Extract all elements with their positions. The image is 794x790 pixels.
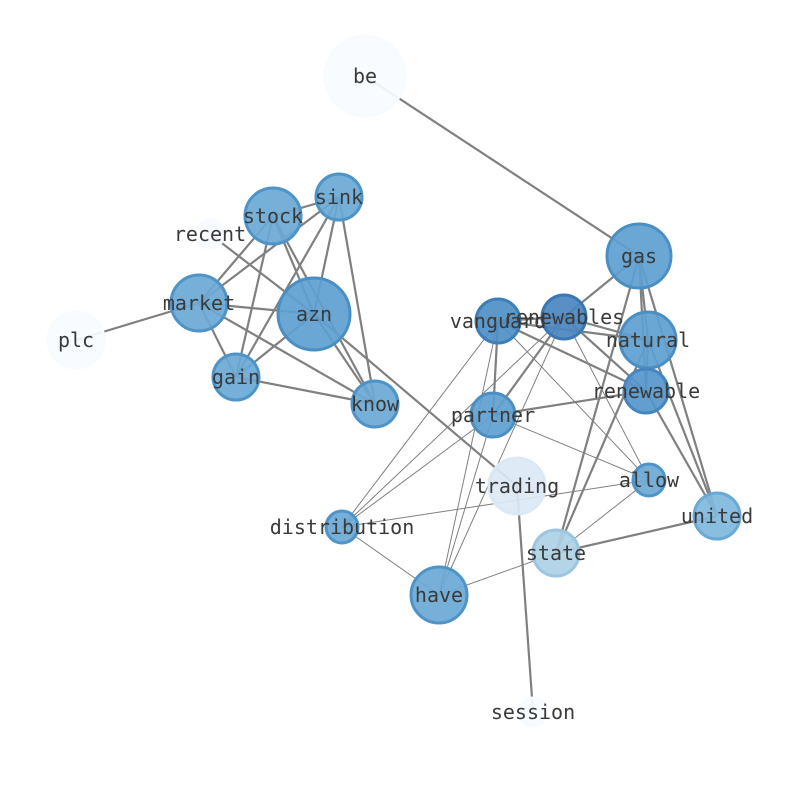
node-label-vanguard: vanguard bbox=[450, 309, 546, 333]
edge-azn-trading bbox=[313, 313, 518, 487]
node-plc bbox=[46, 310, 106, 370]
node-azn bbox=[276, 276, 352, 352]
node-label-plc: plc bbox=[58, 328, 94, 352]
node-label-recent: recent bbox=[174, 222, 246, 246]
node-label-renewable: renewable bbox=[592, 379, 700, 403]
node-label-market: market bbox=[163, 291, 235, 315]
node-vanguard bbox=[474, 297, 522, 345]
node-label-sink: sink bbox=[315, 185, 363, 209]
edge-renewable-partner bbox=[492, 389, 647, 417]
node-label-be: be bbox=[353, 64, 377, 88]
node-stock bbox=[243, 186, 303, 246]
node-partner bbox=[469, 391, 517, 439]
node-gain bbox=[211, 352, 261, 402]
edge-vanguard-renewable bbox=[497, 320, 647, 392]
node-market bbox=[169, 273, 229, 333]
node-recent bbox=[194, 218, 226, 250]
node-label-stock: stock bbox=[243, 204, 303, 228]
edge-be-gas bbox=[364, 75, 640, 257]
edge-gas-state bbox=[554, 255, 641, 554]
node-label-azn: azn bbox=[296, 302, 332, 326]
node-session bbox=[517, 696, 549, 728]
edge-trading-session bbox=[515, 485, 535, 713]
edge-state-united bbox=[555, 514, 718, 555]
edge-sink-gain bbox=[235, 196, 340, 378]
node-label-gas: gas bbox=[621, 244, 657, 268]
edge-vanguard-distribution bbox=[341, 320, 499, 528]
node-distribution bbox=[324, 509, 360, 545]
node-label-united: united bbox=[681, 504, 753, 528]
edge-vanguard-allow bbox=[497, 320, 650, 481]
node-label-renewables: renewables bbox=[504, 305, 624, 329]
node-renewables bbox=[540, 293, 588, 341]
edge-partner-allow bbox=[492, 414, 650, 481]
edge-partner-have bbox=[438, 414, 494, 596]
node-allow bbox=[631, 462, 667, 498]
node-label-natural: natural bbox=[606, 328, 690, 352]
node-state bbox=[531, 528, 581, 578]
node-trading bbox=[487, 456, 547, 516]
edge-gas-united bbox=[637, 255, 719, 517]
node-renewable bbox=[622, 367, 670, 415]
nodes-layer bbox=[46, 34, 742, 728]
node-label-distribution: distribution bbox=[270, 515, 415, 539]
node-have bbox=[409, 565, 469, 625]
node-united bbox=[692, 491, 742, 541]
node-label-have: have bbox=[415, 583, 463, 607]
node-label-state: state bbox=[526, 541, 586, 565]
node-label-allow: allow bbox=[619, 468, 680, 492]
edge-natural-united bbox=[646, 339, 719, 517]
node-label-partner: partner bbox=[451, 403, 535, 427]
node-know bbox=[350, 379, 400, 429]
node-label-session: session bbox=[491, 700, 575, 724]
edge-market-know bbox=[198, 302, 376, 405]
edge-partner-distribution bbox=[341, 414, 494, 528]
node-sink bbox=[314, 172, 364, 222]
node-label-gain: gain bbox=[212, 365, 260, 389]
node-be bbox=[323, 34, 407, 118]
edge-renewables-allow bbox=[563, 316, 650, 481]
node-label-trading: trading bbox=[475, 474, 559, 498]
node-label-know: know bbox=[351, 392, 400, 416]
edge-vanguard-have bbox=[438, 320, 499, 596]
edge-sink-know bbox=[337, 196, 377, 405]
edge-renewables-distribution bbox=[341, 316, 565, 528]
node-gas bbox=[605, 222, 673, 290]
edge-renewables-have bbox=[438, 316, 565, 596]
